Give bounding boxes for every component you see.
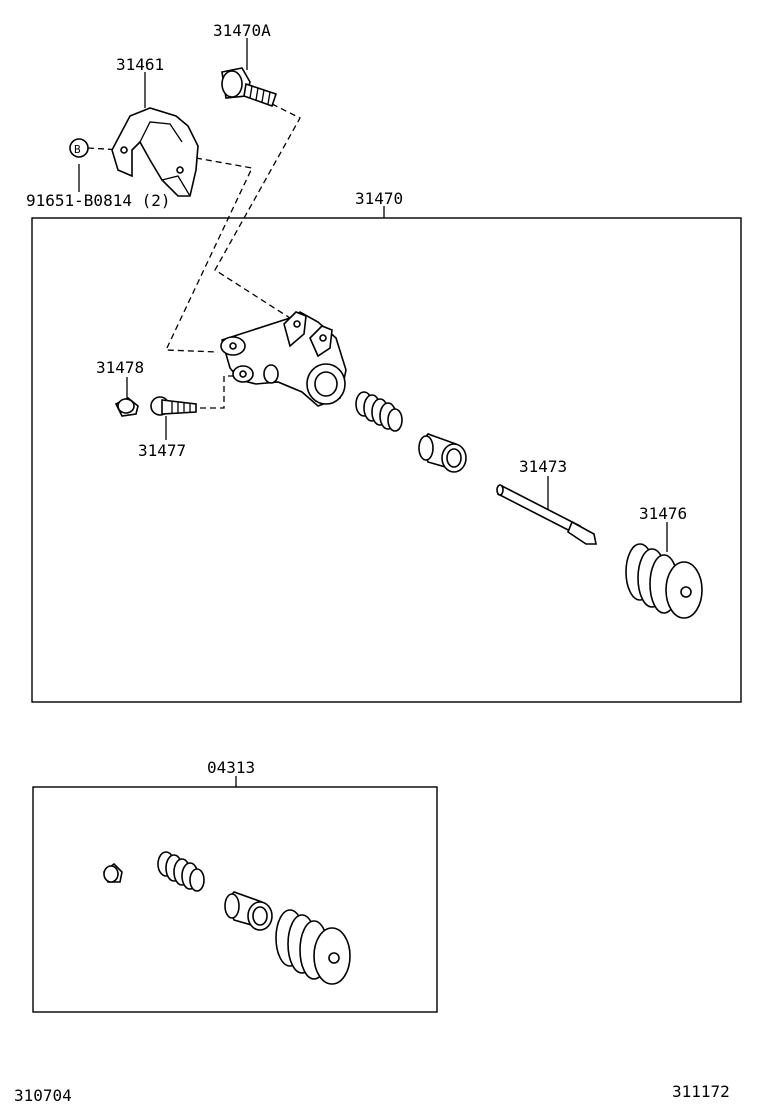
piston-drawing — [418, 433, 467, 473]
label-31473: 31473 — [519, 457, 567, 476]
bleeder-plug-31477-drawing — [150, 396, 197, 416]
assembly-line-bracket — [164, 157, 253, 353]
leader-b-dashed — [87, 147, 123, 151]
bracket-31461-drawing — [111, 107, 199, 197]
kit-boot-drawing — [275, 909, 351, 985]
label-31470A: 31470A — [213, 21, 271, 40]
label-91651: 91651-B0814 (2) — [26, 191, 171, 210]
callout-b-letter: B — [74, 143, 81, 156]
label-04313: 04313 — [207, 758, 255, 777]
callout-b-circle — [69, 138, 89, 158]
label-31470: 31470 — [355, 189, 403, 208]
label-31476: 31476 — [639, 504, 687, 523]
bolt-31470A-drawing — [221, 67, 278, 108]
diagram-code-left: 310704 — [14, 1086, 72, 1105]
kit-piston-drawing — [224, 891, 273, 931]
diagram-code-right: 311172 — [672, 1082, 730, 1101]
bleeder-cap-31478-drawing — [114, 397, 139, 417]
kit-box-04313 — [32, 786, 438, 1013]
kit-box-31470 — [31, 217, 742, 703]
label-31461: 31461 — [116, 55, 164, 74]
boot-31476-drawing — [625, 543, 703, 619]
push-rod-31473-drawing — [496, 484, 597, 545]
spring-drawing — [355, 391, 403, 432]
cylinder-body-drawing — [220, 311, 347, 407]
kit-spring-drawing — [157, 851, 205, 892]
label-31478: 31478 — [96, 358, 144, 377]
kit-cap-drawing — [103, 862, 123, 883]
assembly-line-bolt — [214, 103, 301, 319]
assembly-line-bleeder — [200, 375, 240, 409]
label-31477: 31477 — [138, 441, 186, 460]
